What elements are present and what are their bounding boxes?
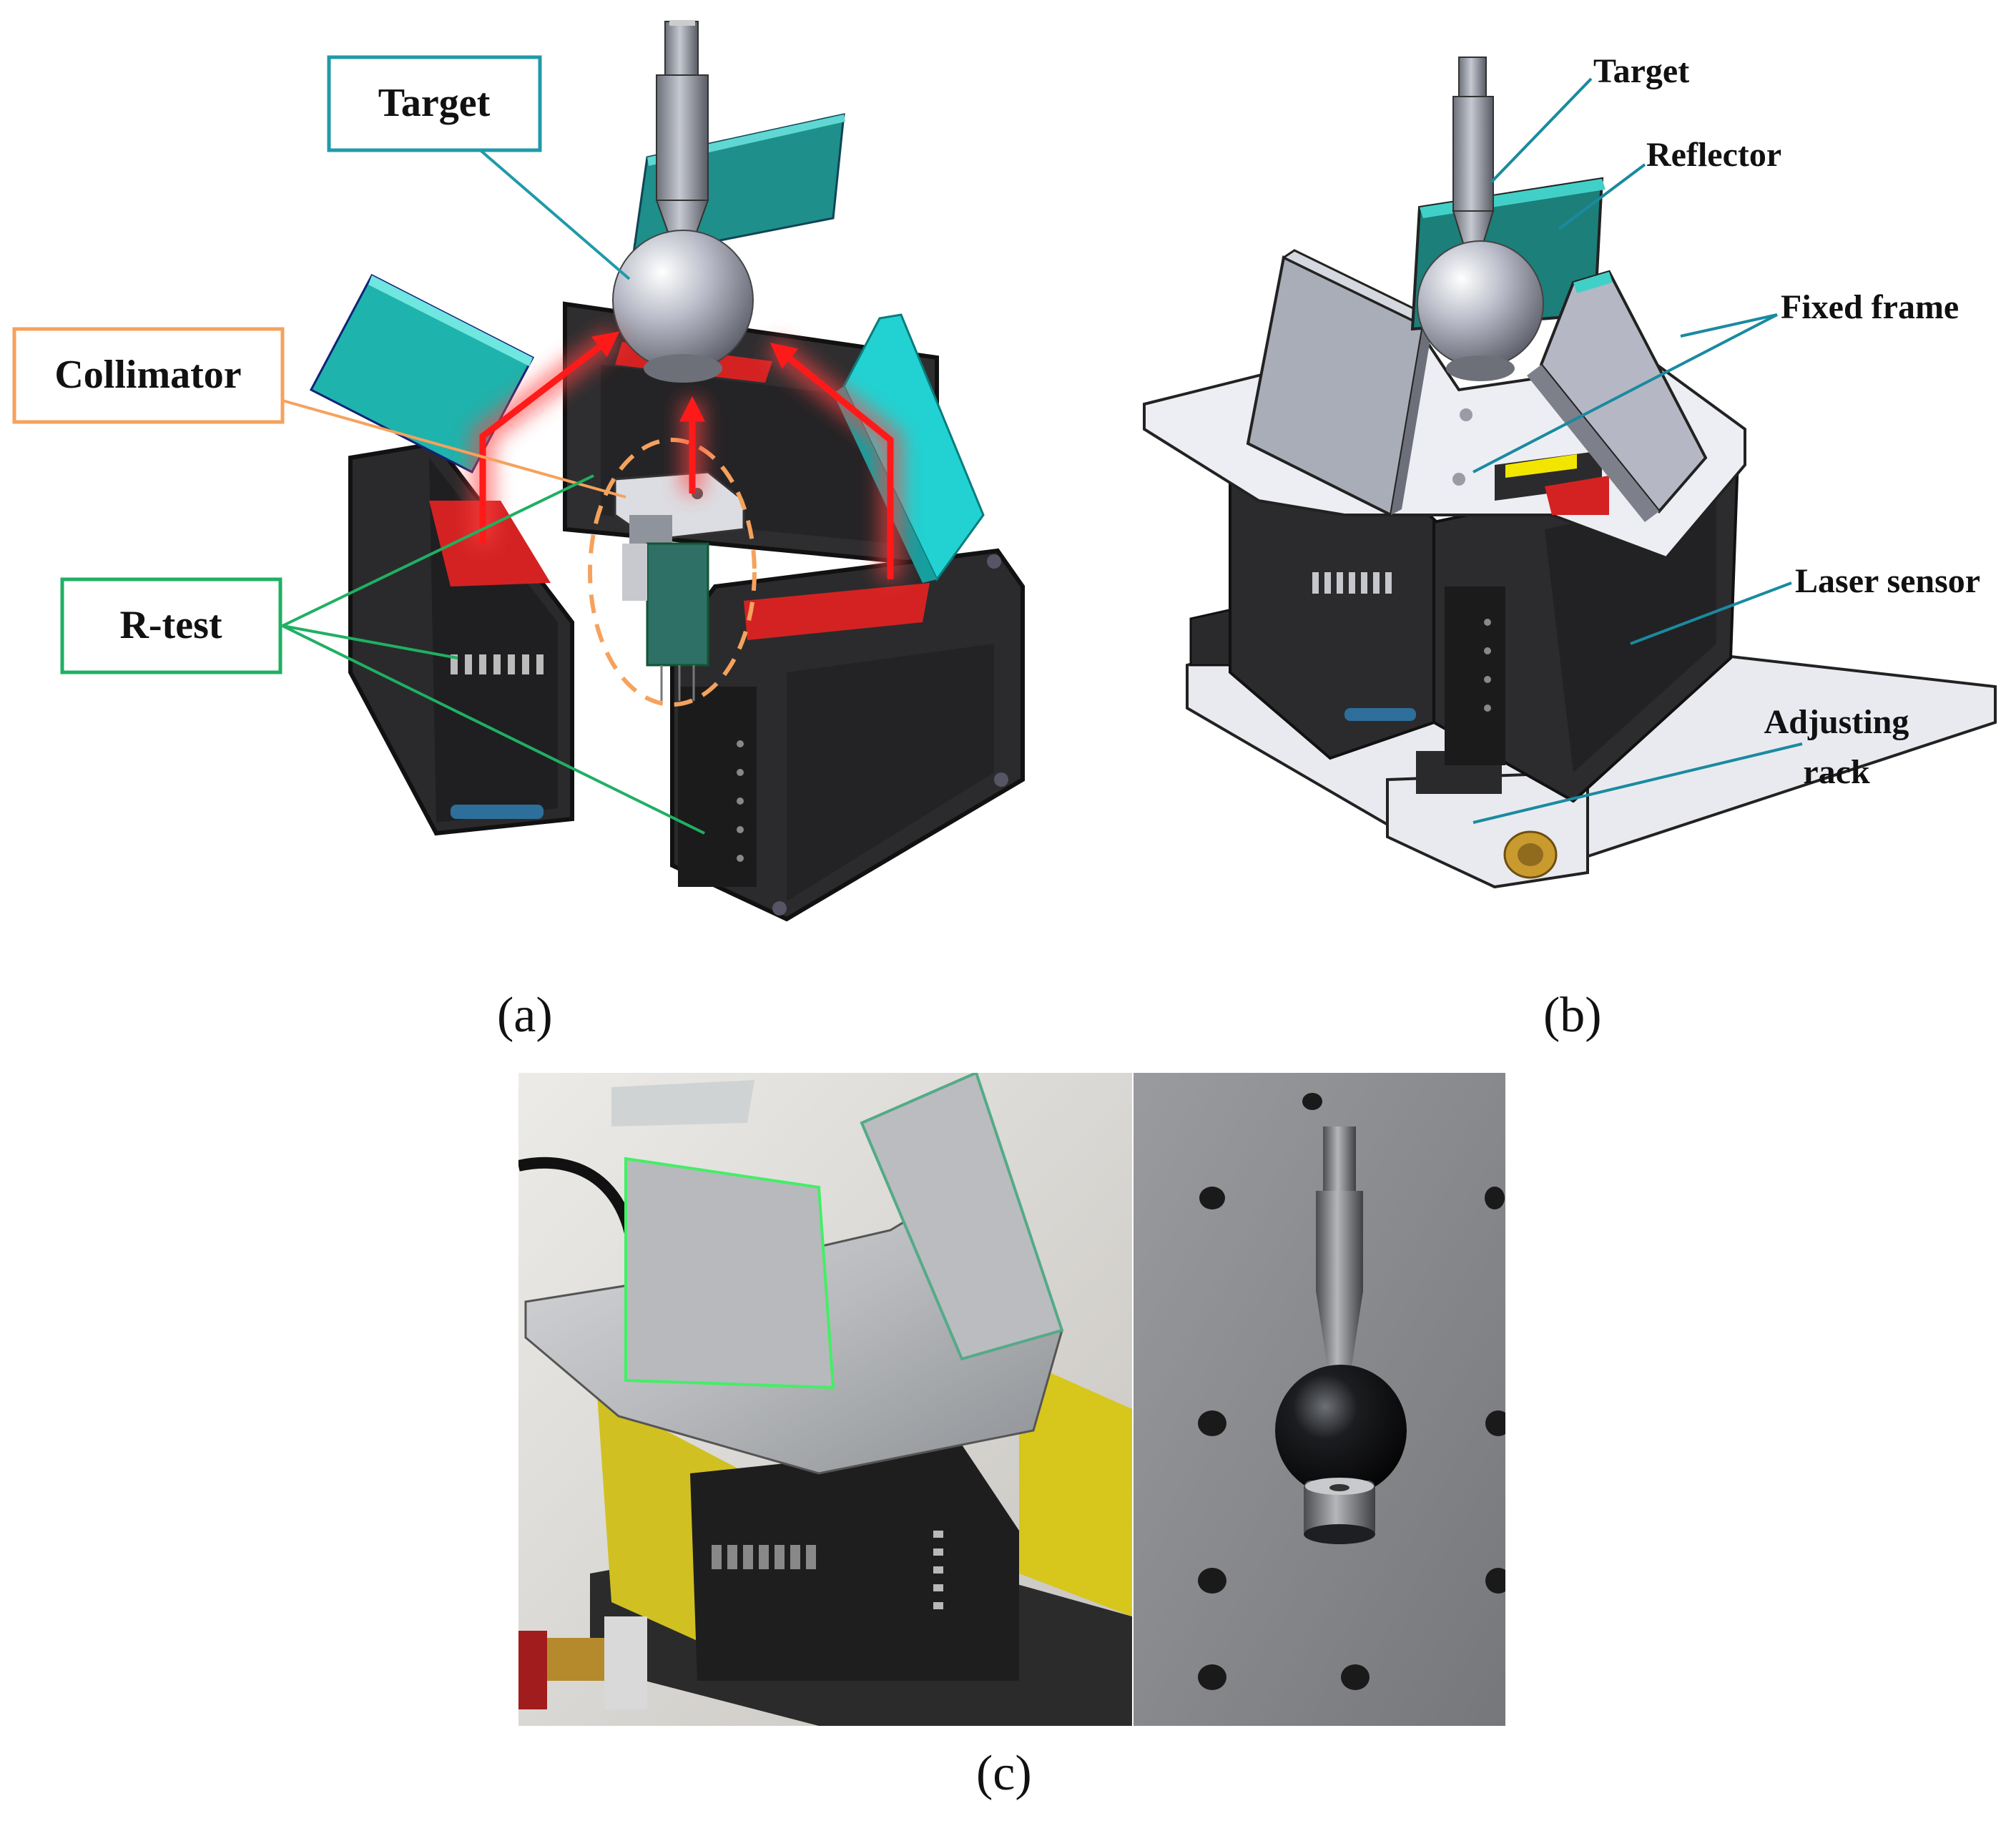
target-probe [612,20,754,383]
reflector-left [309,273,535,474]
reflector-b-right [1527,270,1708,522]
sensor-left-vents [451,654,544,674]
sensor-right-leds [737,740,744,862]
collimator-leader-line [282,399,626,499]
r-test-leader-lines [282,474,705,835]
photo-assembly [518,1073,1132,1726]
label-collimator: Collimator [12,327,285,424]
laser-beams [472,328,901,579]
sensor-left [348,441,574,836]
target-probe-b [1417,57,1544,381]
label-target: Target [327,55,542,152]
sensor-right-window [744,583,930,640]
plate-holes [1198,1093,1505,1690]
label-target-text: Target [378,81,491,125]
sensor-b-vents [1312,572,1392,594]
target-leader-line [471,142,631,280]
collimator [614,471,745,701]
label-r-test: R-test [60,577,282,674]
caption-b: (b) [1543,988,1602,1043]
panel-b-leader-lines [1472,77,1803,824]
label-b-target: Target [1593,52,1689,90]
sensor-right [670,548,1025,922]
label-b-rack: rack [1803,753,1870,791]
label-b-adjusting: Adjusting [1764,703,1909,741]
panel-b-diagram: Target Reflector Fixed frame Laser senso… [1143,52,1997,889]
photo-target-ball [1134,1073,1505,1726]
caption-c: (c) [976,1746,1032,1801]
label-b-reflector: Reflector [1646,136,1781,174]
photo-led-column [933,1531,943,1609]
label-collimator-text: Collimator [54,353,241,397]
label-r-test-text: R-test [119,603,222,647]
reflector-b-left [1246,249,1437,517]
label-b-laser-sensor: Laser sensor [1795,562,1980,600]
caption-a: (a) [497,988,553,1043]
label-b-fixed-frame: Fixed frame [1781,288,1959,326]
panel-a-diagram: Target Collimator R-test [12,20,1025,922]
collimator-highlight-ellipse [588,438,757,707]
